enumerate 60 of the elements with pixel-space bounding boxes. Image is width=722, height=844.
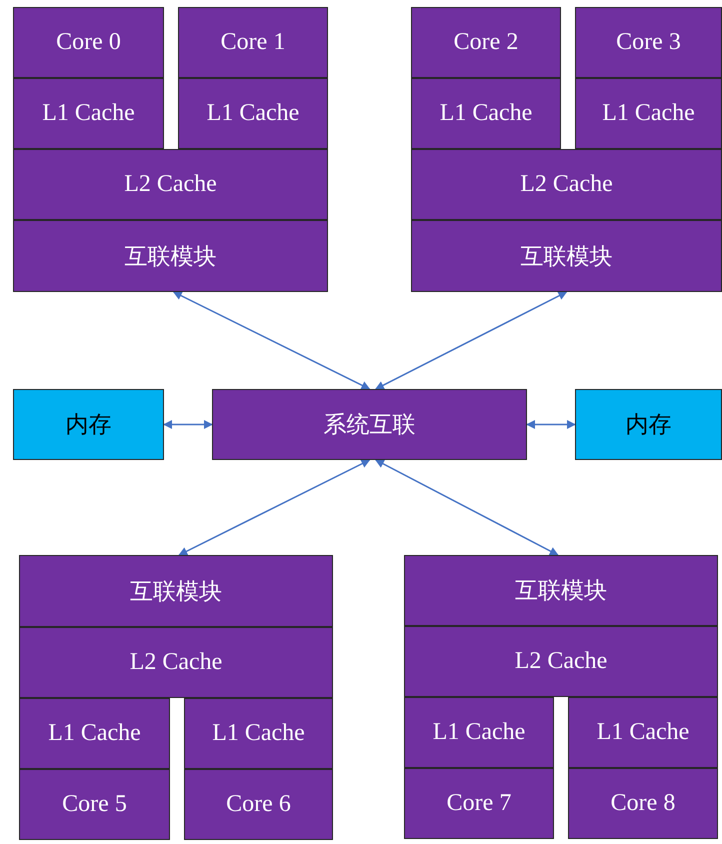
component-box [13,220,328,292]
component-box [19,627,333,698]
double-arrow [375,291,568,390]
box-label: 系统互联 [324,411,416,440]
box-label: L2 Cache [124,171,217,198]
component-box [575,78,722,149]
component-box [212,389,527,460]
component-box [411,78,561,149]
box-label: 互联模块 [130,578,222,606]
box-label: L2 Cache [520,171,613,198]
double-arrow [526,420,576,429]
box-label: Core 8 [610,790,676,817]
double-arrow [172,291,370,390]
component-box [178,7,328,78]
double-arrow [375,459,559,556]
double-arrow [163,420,213,429]
component-box [568,697,718,768]
component-box [411,7,561,78]
component-box [184,769,333,840]
component-box [19,769,170,840]
component-box [13,7,164,78]
memory-box [575,389,722,460]
component-box [19,555,333,627]
component-box [13,78,164,149]
component-box [13,149,328,220]
box-label: Core 2 [454,29,518,56]
component-box [404,697,554,768]
component-box [411,149,722,220]
double-arrow [178,459,370,556]
box-label: L1 Cache [596,719,690,746]
box-label: 内存 [626,411,672,440]
component-box [404,626,718,697]
box-label: Core 0 [56,29,121,56]
component-box [568,768,718,839]
box-label: L1 Cache [48,720,141,747]
component-box [575,7,722,78]
box-label: L1 Cache [602,100,695,127]
box-label: L1 Cache [206,100,300,127]
box-label: 互联模块 [520,242,612,272]
box-label: L1 Cache [42,100,135,127]
box-label: Core 1 [220,29,286,56]
box-label: L1 Cache [432,719,526,746]
box-label: L2 Cache [130,649,222,676]
box-label: Core 7 [446,790,512,817]
component-box [404,555,718,626]
component-box [19,698,170,769]
box-label: L1 Cache [212,720,305,747]
box-label: 互联模块 [124,242,216,272]
box-label: L1 Cache [440,100,532,127]
box-label: Core 6 [226,791,291,818]
box-label: L2 Cache [514,648,608,675]
box-label: 内存 [66,411,112,440]
memory-box [13,389,164,460]
component-box [411,220,722,292]
component-box [184,698,333,769]
component-box [178,78,328,149]
box-label: Core 3 [616,29,681,56]
box-label: Core 5 [62,791,127,818]
box-label: 互联模块 [515,577,607,606]
component-box [404,768,554,839]
